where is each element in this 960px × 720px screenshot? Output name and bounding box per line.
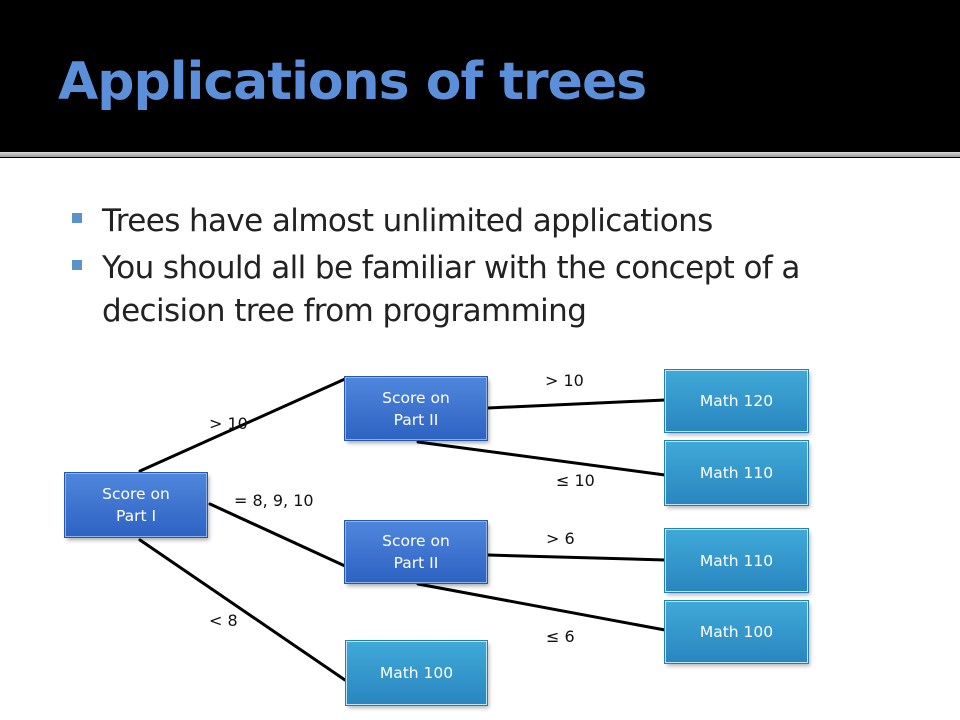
node-score-part-ii-upper: Score on Part II: [345, 377, 487, 440]
node-math-100-root: Math 100: [346, 641, 487, 705]
node-math-110-lower: Math 110: [665, 529, 808, 592]
edge-root-to-math100: [138, 538, 347, 682]
node-math-120: Math 120: [665, 370, 808, 432]
edge-upper-to-math110: [416, 440, 667, 477]
edge-upper-to-math120: [486, 398, 667, 410]
slide-title: Applications of trees: [58, 52, 647, 112]
edge-label-lower-le6: ≤ 6: [546, 627, 575, 646]
bullet-text: You should all be familiar with the conc…: [102, 250, 800, 329]
edge-label-upper-le10: ≤ 10: [556, 471, 595, 490]
slide-content: Trees have almost unlimited applications…: [0, 158, 960, 720]
square-bullet-icon: [72, 213, 82, 223]
bullet-list: Trees have almost unlimited applications…: [70, 200, 930, 337]
edge-label-upper-gt10: > 10: [545, 371, 584, 390]
tree-edges: [138, 377, 667, 682]
decision-tree-diagram: Score on Part I Score on Part II Score o…: [0, 158, 960, 720]
edge-label-lower-gt6: > 6: [546, 529, 575, 548]
edge-root-to-upper: [138, 377, 347, 473]
edge-label-root-gt10: > 10: [209, 414, 248, 433]
node-score-part-ii-lower: Score on Part II: [345, 521, 487, 583]
edge-root-to-lower: [208, 502, 347, 568]
bullet-item: You should all be familiar with the conc…: [70, 247, 930, 333]
square-bullet-icon: [72, 260, 82, 270]
title-divider: [0, 152, 960, 157]
edge-label-root-eq: = 8, 9, 10: [234, 491, 314, 510]
title-bar: Applications of trees: [0, 0, 960, 150]
edge-lower-to-math100: [416, 582, 667, 632]
bullet-item: Trees have almost unlimited applications: [70, 200, 930, 243]
edge-label-root-lt8: < 8: [209, 611, 238, 630]
edge-lower-to-math110: [486, 553, 667, 562]
node-math-110-upper: Math 110: [665, 441, 808, 505]
node-score-part-i: Score on Part I: [65, 473, 207, 537]
bullet-text: Trees have almost unlimited applications: [102, 203, 713, 239]
node-math-100-lower: Math 100: [665, 601, 808, 663]
